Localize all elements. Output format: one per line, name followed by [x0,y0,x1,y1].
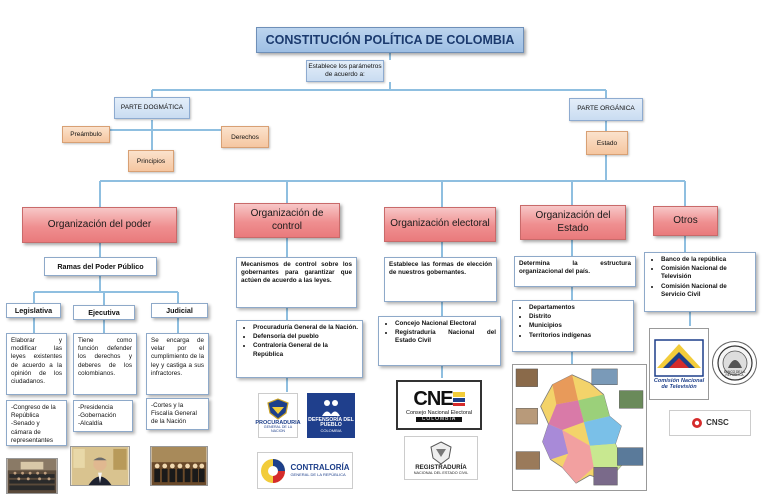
banco-republica-name: BANCO DE LA REPÚBLICA [723,369,746,378]
ejecutiva-items: -Presidencia -Gobernación -Alcaldía [73,400,133,432]
cntv-emblem-icon [654,339,704,377]
registraduria-name: REGISTRADURÍA [415,463,467,471]
procuraduria-name: PROCURADURIA [255,419,301,426]
people-icon [322,399,340,416]
banco-republica-logo: BANCO DE LA REPÚBLICA [712,341,757,385]
shield-icon [267,397,289,420]
defensoria-logo: DEFENSORÍA DEL PUEBLO COLOMBIA [307,393,355,438]
page-title: CONSTITUCIÓN POLÍTICA DE COLOMBIA [256,27,524,53]
defensoria-name: DEFENSORÍA DEL PUEBLO [308,416,354,429]
electoral-items: Concejo Nacional Electoral Registraduría… [378,316,501,366]
control-desc: Mecanismos de control sobre los gobernan… [236,257,357,308]
list-item: Contraloría General de la República [253,342,358,358]
org-poder-header: Organización del poder [22,207,177,243]
otros-header: Otros [653,206,718,236]
procuraduria-sub: GENERAL DE LA NACION [263,424,293,433]
judicial-desc: Se encarga de velar por el cumplimiento … [146,333,209,395]
cntv-name: Comisión Nacional de Televisión [653,377,705,390]
list-item: Comisión Nacional de Servicio Civil [661,283,751,299]
preambulo-box: Preámbulo [62,126,110,143]
org-control-header: Organización de control [234,203,340,238]
estado-desc: Determina la estructura organizacional d… [514,256,636,287]
contraloria-emblem-icon [261,458,286,483]
control-items: Procuraduría General de la Nación. Defen… [236,320,363,378]
cnsc-name: CNSC [706,417,729,427]
electoral-desc: Establece las formas de elección de nues… [384,257,497,302]
legislativa-items: -Congreso de la República -Senado y cáma… [6,400,67,446]
list-item: Comisión Nacional de Televisión [661,265,751,281]
estado-items: Departamentos Distrito Municipios Territ… [512,300,634,352]
congreso-photo [6,458,58,494]
coin-icon [716,345,753,381]
judicial-items: -Cortes y la Fiscalía General de la Naci… [146,398,209,430]
cntv-logo: Comisión Nacional de Televisión [649,328,709,400]
list-item: Concejo Nacional Electoral [395,320,496,328]
list-item: Territorios indígenas [529,332,629,340]
legislativa-desc: Elaborar y modificar las leyes existente… [6,333,67,395]
establece-box: Establece los parámetros de acuerdo a: [306,60,384,82]
list-item: Defensoría del pueblo [253,333,358,341]
org-estado-header: Organización del Estado [520,205,626,240]
list-item: Municipios [529,322,629,330]
contraloria-sub: GENERAL DE LA REPÚBLICA [290,471,346,477]
ejecutiva-box: Ejecutiva [73,305,135,320]
principios-box: Principios [128,150,174,172]
contraloria-logo: CONTRALORÍA GENERAL DE LA REPÚBLICA [257,452,353,489]
cnsc-emblem-icon [692,418,703,428]
registraduria-sub: NACIONAL DEL ESTADO CIVIL [413,471,469,476]
list-item: Departamentos [529,304,629,312]
list-item: Registraduría Nacional del Estado Civil [395,329,496,345]
parte-dogmatica-box: PARTE DOGMÁTICA [114,97,190,119]
cne-logo: CNE Consejo Nacional Electoral COLOMBIA [396,380,482,430]
list-item: -Gobernación [78,412,117,420]
list-item: Procuraduría General de la Nación. [253,324,358,332]
cne-country: COLOMBIA [415,416,463,423]
ejecutiva-desc: Tiene como función defender los derechos… [73,333,137,395]
legislativa-box: Legislativa [6,303,61,318]
cne-name: Consejo Nacional Electoral [405,409,473,416]
defensoria-sub: COLOMBIA [320,428,342,434]
registraduria-logo: REGISTRADURÍA NACIONAL DEL ESTADO CIVIL [404,436,478,480]
derechos-box: Derechos [221,126,269,148]
list-item: -Presidencia [78,404,113,411]
contraloria-name: CONTRALORÍA [290,462,350,472]
corte-photo [150,446,208,486]
org-electoral-header: Organización electoral [384,207,496,242]
list-item: -Alcaldía [78,420,103,428]
list-item: -Congreso de la República [11,404,56,420]
ramas-box: Ramas del Poder Público [44,257,157,276]
list-item: Banco de la república [661,256,751,264]
list-item: Distrito [529,313,629,321]
list-item: -Senado y cámara de representantes [11,420,54,444]
list-item: -Cortes y la Fiscalía General de la Naci… [151,402,197,426]
presidente-photo [70,446,130,486]
cne-letters: CNE [413,387,453,410]
cne-flag-icon [452,391,465,406]
colombia-map [512,364,647,491]
judicial-box: Judicial [151,303,208,318]
otros-items: Banco de la república Comisión Nacional … [644,252,756,312]
cnsc-logo: CNSC [669,410,751,436]
estado-box: Estado [586,131,628,155]
parte-organica-box: PARTE ORGÁNICA [569,98,643,121]
procuraduria-logo: PROCURADURIA GENERAL DE LA NACION [255,393,301,438]
registraduria-emblem-icon [430,440,452,465]
